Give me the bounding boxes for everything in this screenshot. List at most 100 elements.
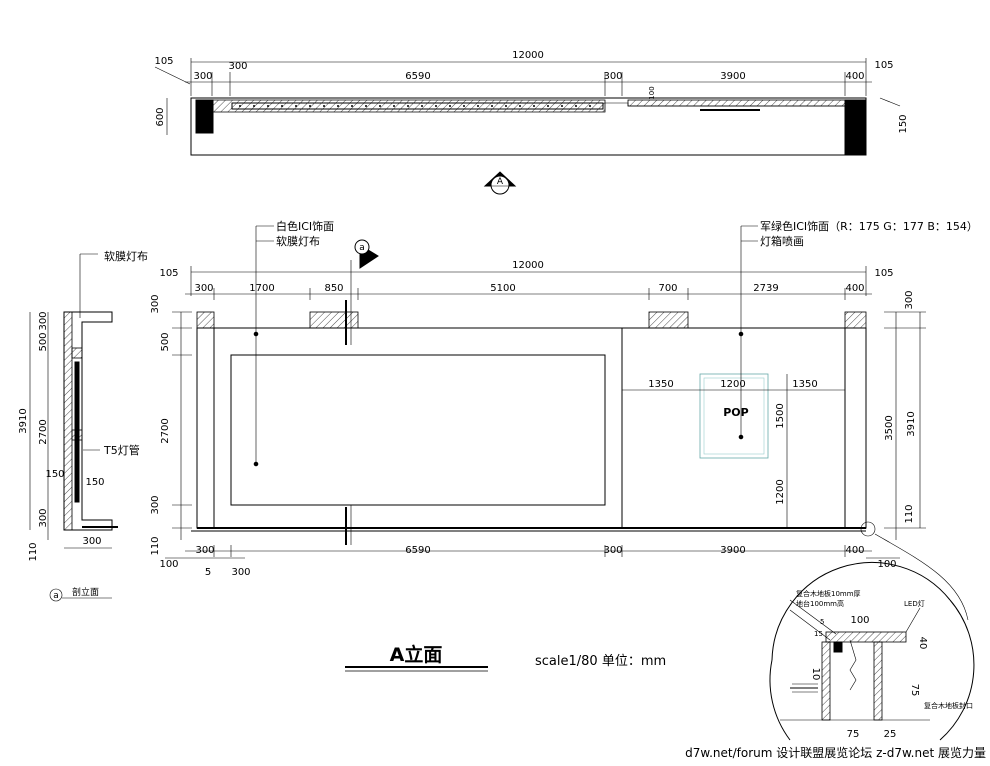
elev-right-edge: 105 — [874, 268, 893, 279]
plan-light-dot — [351, 105, 353, 107]
detail-dim-75h: 75 — [847, 729, 860, 740]
detail-dim-15: 15 — [814, 630, 823, 638]
plan-light-dot — [309, 105, 311, 107]
plan-light-dot — [519, 105, 521, 107]
detail-label-led: LED灯 — [904, 599, 925, 608]
side-dim-150b: 150 — [85, 477, 104, 488]
elev-top-seg-7: 400 — [845, 283, 864, 294]
plan-seg-3: 6590 — [405, 71, 430, 82]
pop-label: POP — [723, 406, 748, 419]
plan-light-dot — [463, 105, 465, 107]
elev-bottom-seg-3: 300 — [603, 545, 622, 556]
elev-top-seg-3: 850 — [324, 283, 343, 294]
detail-dim-5: 5 — [820, 618, 824, 626]
elev-bottom-left-1: 100 — [159, 559, 178, 570]
elev-right-dim-3: 3910 — [906, 411, 917, 436]
detail-dim-40: 40 — [917, 637, 928, 650]
callout-soft-film: 软膜灯布 — [276, 234, 320, 248]
elev-left-dim-2: 500 — [160, 332, 171, 351]
detail-label-platform: 地台100mm高 — [796, 599, 844, 608]
plan-light-dot — [449, 105, 451, 107]
detail-circle: 复合木地板10mm厚 地台100mm高 LED灯 复合木地板封口 100 15 … — [769, 562, 975, 741]
elev-overall-dim: 12000 — [512, 260, 544, 271]
lightbox-dim-height: 1500 — [775, 403, 786, 428]
plan-light-dot — [337, 105, 339, 107]
plan-seg-4: 300 — [603, 71, 622, 82]
elevation-view: 12000 105 105 300 1700 850 5100 700 2739… — [150, 219, 978, 621]
detail-dim-100: 100 — [850, 615, 869, 626]
side-dim-2: 500 — [38, 332, 49, 351]
plan-seg-6: 400 — [845, 71, 864, 82]
section-marker-elev-label: a — [359, 243, 365, 253]
elev-top-seg-5: 700 — [658, 283, 677, 294]
side-caption: 剖立面 — [72, 586, 99, 598]
plan-light-dot — [477, 105, 479, 107]
detail-dim-25: 25 — [884, 729, 897, 740]
elev-bottom-seg-2: 6590 — [405, 545, 430, 556]
plan-light-dot — [505, 105, 507, 107]
elev-right-dim-4: 110 — [904, 504, 915, 523]
lightbox-dim-right: 1350 — [792, 379, 817, 390]
plan-view: 12000 300 300 6590 300 3900 400 105 105 … — [154, 50, 909, 156]
side-label-soft-film: 软膜灯布 — [104, 249, 148, 263]
side-dim-150a: 150 — [45, 469, 64, 480]
callout-lightbox-print: 灯箱喷画 — [760, 234, 804, 248]
plan-overall-dim: 12000 — [512, 50, 544, 61]
plan-light-dot — [575, 105, 577, 107]
side-label-t5-tube: T5灯管 — [103, 443, 140, 457]
detail-label-floor: 复合木地板10mm厚 — [796, 589, 861, 598]
side-dim-1: 300 — [38, 311, 49, 330]
elev-left-dim-5: 110 — [150, 536, 161, 555]
plan-seg-5: 3900 — [720, 71, 745, 82]
callout-green-ici: 军绿色ICI饰面（R：175 G：177 B：154） — [760, 219, 978, 233]
plan-light-dot — [491, 105, 493, 107]
detail-dim-10: 10 — [810, 668, 821, 681]
elev-top-seg-4: 5100 — [490, 283, 515, 294]
plan-light-dot — [561, 105, 563, 107]
lightbox-dim-base: 1200 — [775, 479, 786, 504]
side-dim-5: 110 — [28, 542, 39, 561]
elev-right-dim-1: 300 — [904, 290, 915, 309]
elev-top-seg-1: 300 — [194, 283, 213, 294]
side-caption-marker: a — [53, 591, 59, 601]
plan-seg-1: 300 — [193, 71, 212, 82]
elev-bottom-right: 100 — [877, 559, 896, 570]
plan-light-dot — [239, 105, 241, 107]
side-dim-4: 300 — [38, 508, 49, 527]
plan-right-edge: 105 — [874, 60, 893, 71]
elev-bottom-left-2: 5 — [205, 567, 211, 578]
plan-light-dot — [281, 105, 283, 107]
plan-light-dot — [547, 105, 549, 107]
elev-bottom-seg-5: 400 — [845, 545, 864, 556]
plan-small-mark: 100 — [648, 86, 656, 99]
side-bottom-dim: 300 — [82, 536, 101, 547]
elev-left-edge: 105 — [159, 268, 178, 279]
section-marker-a: A — [483, 171, 517, 195]
elev-right-dim-2: 3500 — [884, 415, 895, 440]
plan-light-dot — [533, 105, 535, 107]
plan-light-dots — [239, 105, 591, 107]
plan-light-dot — [295, 105, 297, 107]
elev-bottom-seg-1: 300 — [195, 545, 214, 556]
plan-light-dot — [421, 105, 423, 107]
plan-light-dot — [365, 105, 367, 107]
elev-bottom-seg-4: 3900 — [720, 545, 745, 556]
plan-light-dot — [589, 105, 591, 107]
elev-top-seg-2: 1700 — [249, 283, 274, 294]
footer-watermark: d7w.net/forum 设计联盟展览论坛 z-d7w.net 展览力量 — [685, 745, 986, 760]
plan-light-dot — [267, 105, 269, 107]
side-dim-3: 2700 — [38, 419, 49, 444]
section-marker-elev: a — [354, 239, 379, 269]
title-block: A立面 scale1/80 单位：mm — [345, 643, 666, 672]
plan-light-dot — [253, 105, 255, 107]
side-section: 软膜灯布 T5灯管 3910 300 500 2700 300 110 150 … — [18, 249, 148, 602]
plan-seg-2: 300 — [228, 61, 247, 72]
plan-depth: 600 — [155, 107, 166, 126]
lightbox-dim-left: 1350 — [648, 379, 673, 390]
plan-right-offset: 150 — [898, 114, 909, 133]
drawing-scale: scale1/80 单位：mm — [535, 654, 666, 669]
section-marker-a-label: A — [497, 177, 504, 187]
detail-dim-75v: 75 — [909, 684, 920, 697]
elev-bottom-left-3: 300 — [231, 567, 250, 578]
